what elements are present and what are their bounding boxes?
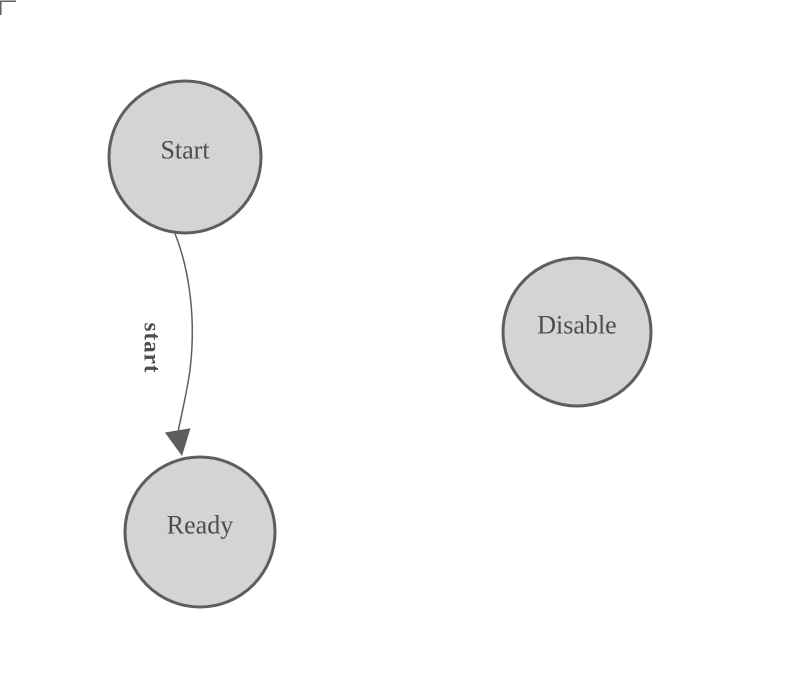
edge-path[interactable] xyxy=(173,230,194,433)
state-circle-ready[interactable] xyxy=(123,455,277,609)
state-label-disable: Disable xyxy=(537,311,616,340)
state-node-start[interactable]: Start xyxy=(107,79,263,235)
state-label-ready: Ready xyxy=(167,511,233,540)
canvas-origin-mark xyxy=(0,0,16,15)
transition-edge-start-to-ready[interactable]: start xyxy=(140,230,194,456)
edge-label: start xyxy=(140,323,165,374)
state-circle-start[interactable] xyxy=(107,79,263,235)
state-circle-disable[interactable] xyxy=(501,256,653,408)
state-node-ready[interactable]: Ready xyxy=(123,455,277,609)
edge-arrowhead-icon xyxy=(164,428,191,456)
state-node-disable[interactable]: Disable xyxy=(501,256,653,408)
state-label-start: Start xyxy=(160,136,210,165)
